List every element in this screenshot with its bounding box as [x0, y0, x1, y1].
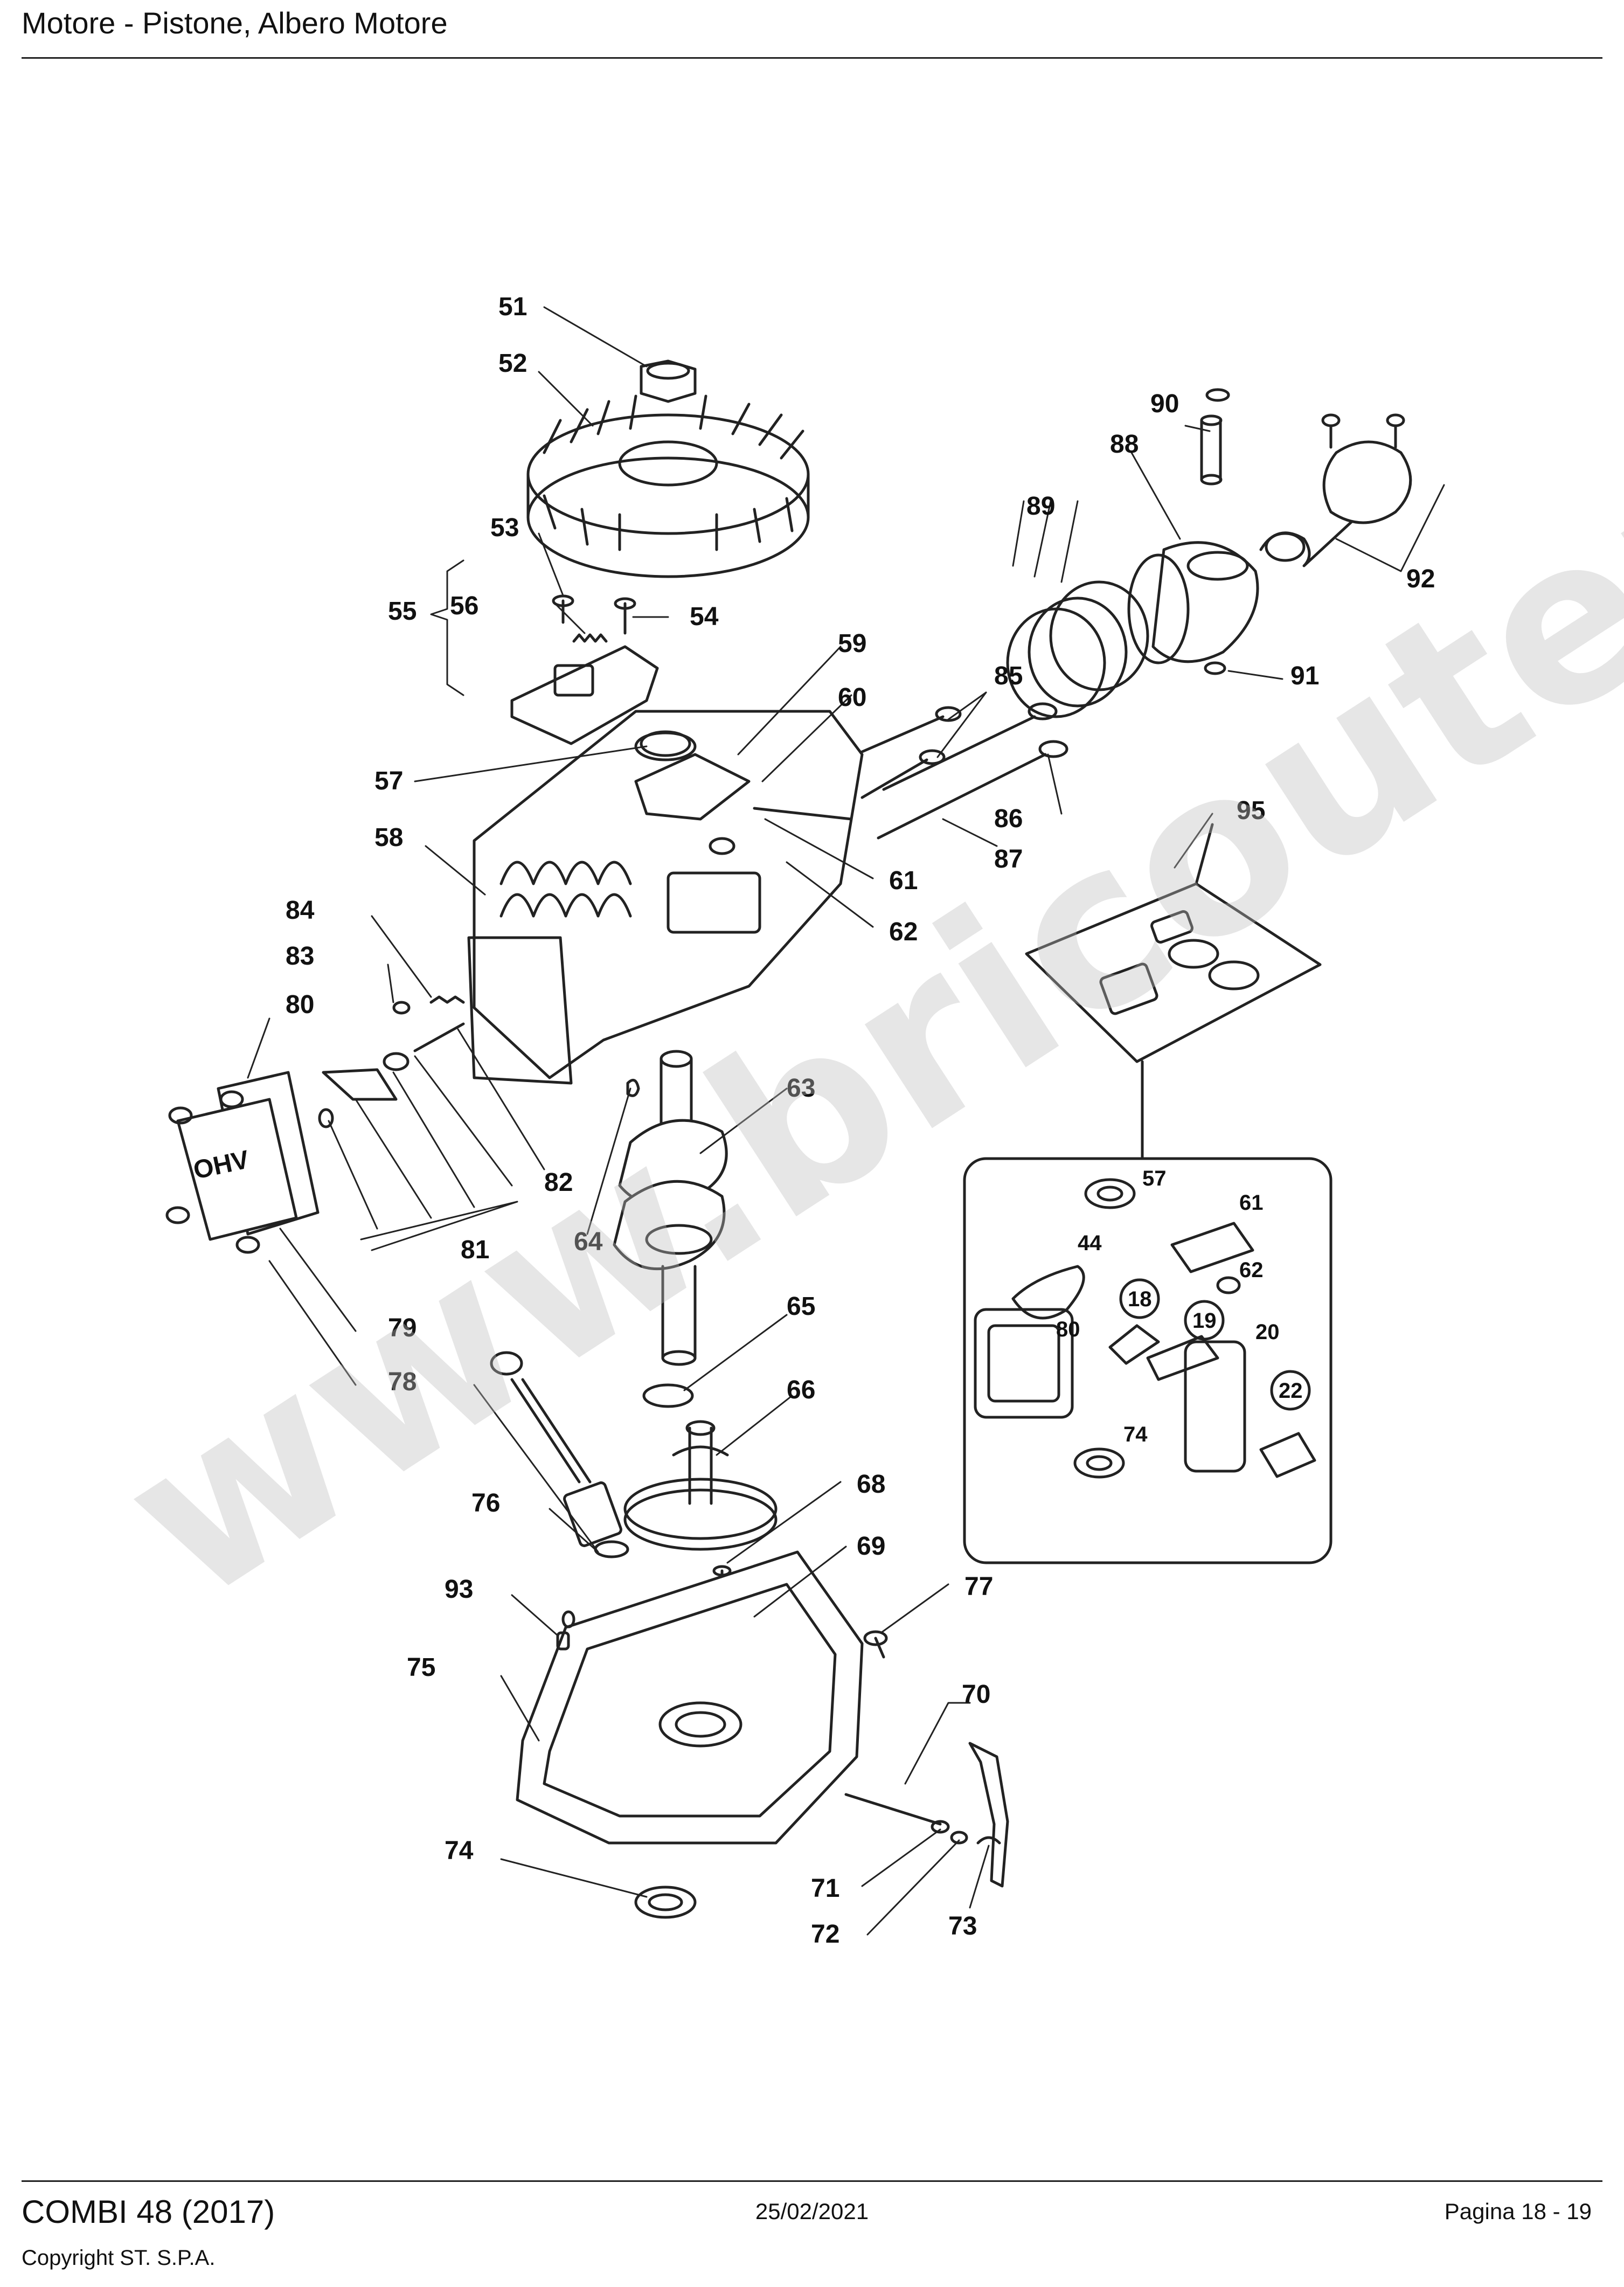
crankcase-cover-part [516, 1550, 864, 1845]
callout-79: 79 [388, 1314, 417, 1342]
callout-87: 87 [994, 845, 1023, 874]
footer-model: COMBI 48 (2017) [22, 2194, 275, 2230]
bolt-77-part [863, 1630, 888, 1659]
callout-75: 75 [407, 1653, 435, 1682]
inset-callout-44: 44 [1078, 1231, 1102, 1255]
callout-72: 72 [811, 1920, 839, 1949]
callout-leader-lines [247, 306, 1445, 1936]
inset-callout-18: 18 [1128, 1287, 1152, 1311]
callout-55: 55 [388, 597, 417, 626]
inset-callout-numbers: 57 61 44 62 18 19 20 80 22 74 [1056, 1167, 1303, 1446]
callout-91: 91 [1290, 662, 1319, 690]
callout-88: 88 [1110, 430, 1139, 459]
callout-57: 57 [374, 767, 403, 795]
inset-callout-22: 22 [1279, 1379, 1303, 1403]
header-divider [22, 57, 1602, 59]
callout-76: 76 [471, 1489, 500, 1517]
inset-callout-80: 80 [1056, 1318, 1080, 1341]
callout-92: 92 [1406, 565, 1435, 593]
callout-83: 83 [286, 942, 314, 971]
callout-73: 73 [948, 1912, 977, 1941]
callout-74: 74 [445, 1836, 474, 1865]
footer-copyright: Copyright ST. S.P.A. [22, 2246, 216, 2270]
engine-block-part [467, 710, 864, 1085]
callout-52: 52 [498, 349, 527, 378]
callout-68: 68 [857, 1470, 885, 1499]
inset-callout-20: 20 [1255, 1320, 1280, 1344]
callout-64: 64 [574, 1228, 603, 1256]
callout-63: 63 [787, 1074, 815, 1103]
callout-58: 58 [374, 823, 403, 852]
callout-86: 86 [994, 805, 1023, 833]
callout-95: 95 [1237, 796, 1265, 825]
screw-54-part [614, 597, 636, 635]
callout-89: 89 [1026, 492, 1055, 521]
callout-69: 69 [857, 1532, 885, 1561]
callout-77: 77 [964, 1572, 993, 1601]
callout-59: 59 [838, 629, 866, 658]
circlip-91-part [1204, 661, 1226, 675]
inset-callout-19: 19 [1192, 1309, 1217, 1333]
callout-62: 62 [889, 918, 918, 946]
callout-80: 80 [286, 990, 314, 1019]
callout-70: 70 [962, 1680, 990, 1709]
camshaft-gear-part [623, 1420, 778, 1551]
callout-65: 65 [787, 1292, 815, 1321]
callout-numbers: 51 52 53 54 55 56 57 58 59 60 61 62 63 6… [286, 293, 1435, 1949]
callout-61: 61 [889, 867, 918, 895]
governor-shaft-part [844, 1742, 1009, 1888]
inset-gaskets [974, 1178, 1316, 1479]
pin-93-part [556, 1631, 570, 1651]
callout-71: 71 [811, 1874, 839, 1903]
callout-84: 84 [286, 896, 315, 925]
callout-66: 66 [787, 1376, 815, 1404]
rocker-cover-part [165, 1071, 320, 1254]
rocker-arm-part [318, 995, 465, 1128]
inset-callout-57: 57 [1142, 1167, 1167, 1190]
inset-callout-74: 74 [1123, 1423, 1148, 1446]
callout-82: 82 [544, 1168, 573, 1197]
washer-65-part [642, 1383, 694, 1408]
callout-53: 53 [490, 514, 519, 542]
piston-rings-part [1006, 580, 1149, 718]
inset-callout-61: 61 [1239, 1191, 1264, 1215]
oil-seal-57-part [640, 730, 691, 757]
gasket-kit-inset-box [963, 1157, 1332, 1564]
callout-56: 56 [450, 592, 478, 620]
callout-60: 60 [838, 683, 866, 712]
callout-85: 85 [994, 662, 1023, 690]
footer-page-number: Pagina 18 - 19 [1444, 2199, 1592, 2224]
valve-cover-plate-part [634, 753, 751, 855]
dipstick-part [490, 1351, 629, 1558]
connecting-rod-part [1259, 413, 1412, 567]
governor-bracket-part [510, 633, 659, 745]
gasket-kit-bag-part [1025, 882, 1322, 1063]
valves-part [860, 702, 1068, 840]
page-title: Motore - Pistone, Albero Motore [22, 6, 448, 40]
piston-pin-part [1200, 388, 1230, 486]
footer-date: 25/02/2021 [755, 2199, 869, 2224]
key-64-part [626, 1078, 640, 1097]
callout-51: 51 [498, 293, 527, 321]
crankshaft-part [613, 1050, 728, 1366]
flywheel-nut-part [640, 359, 697, 403]
inset-callout-62: 62 [1239, 1258, 1264, 1282]
piston-part [1127, 541, 1259, 664]
flywheel-part [526, 394, 810, 578]
callout-81: 81 [461, 1236, 489, 1264]
callout-78: 78 [388, 1368, 417, 1396]
callout-54: 54 [690, 602, 719, 631]
footer-divider [22, 2180, 1602, 2182]
callout-93: 93 [445, 1575, 473, 1604]
oil-seal-74-part [634, 1886, 697, 1919]
callout-90: 90 [1150, 390, 1179, 418]
